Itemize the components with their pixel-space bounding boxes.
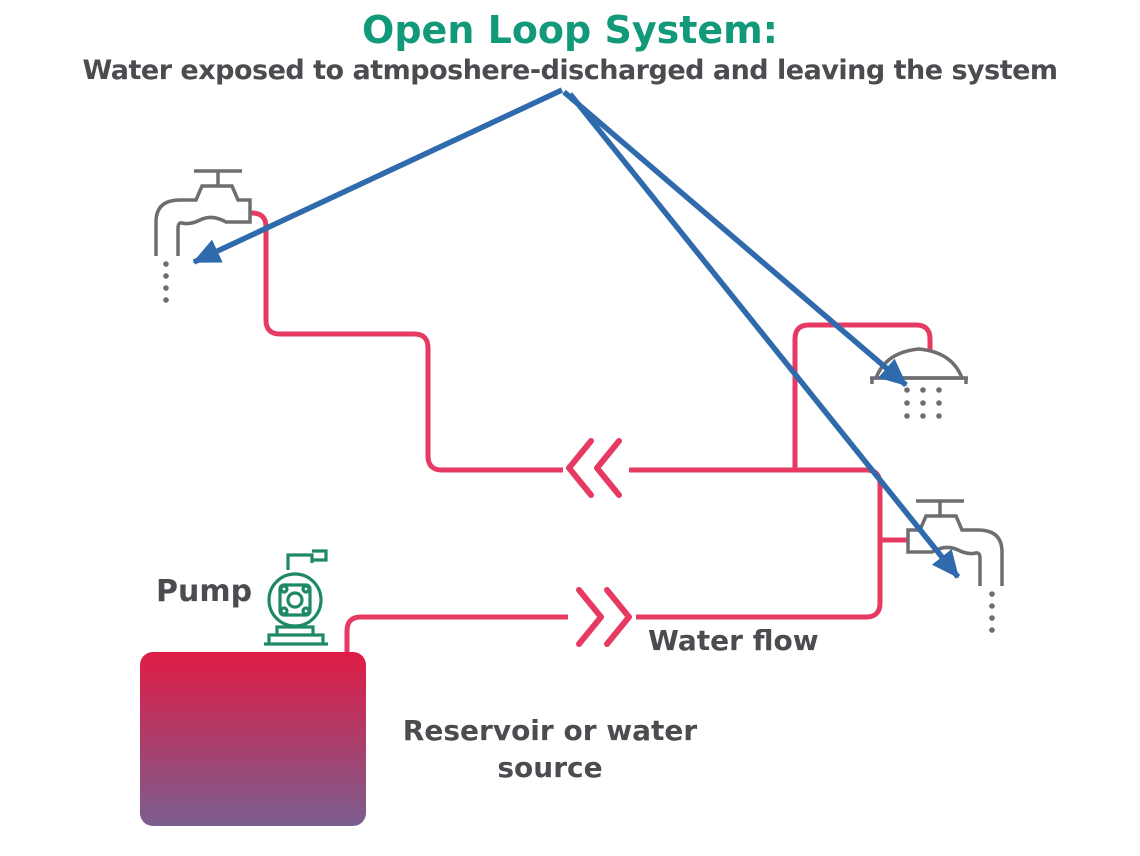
arrow-to-bottom-right-tap xyxy=(567,92,961,579)
return-riser-pipe xyxy=(629,467,883,620)
page-subtitle: Water exposed to atmposhere-discharged a… xyxy=(82,55,1058,86)
shower-branch-pipe xyxy=(792,322,933,470)
discharge-arrows xyxy=(192,87,961,579)
drip-dots xyxy=(989,591,995,633)
reservoir-label: Reservoir or water source xyxy=(402,714,698,784)
arrow-to-top-left-tap xyxy=(192,87,564,265)
pump-label: Pump xyxy=(156,574,253,609)
return-pipe-left xyxy=(216,210,563,473)
pipe-network xyxy=(216,210,933,655)
shower-head-icon xyxy=(870,347,968,419)
return-flow-chevrons xyxy=(566,438,622,498)
supply-flow-chevrons xyxy=(576,587,632,647)
supply-pipe xyxy=(344,614,568,655)
drip-dots xyxy=(163,261,169,303)
spray-dots xyxy=(904,387,942,419)
pump-icon xyxy=(264,549,328,646)
faucet-icon-bottom-right xyxy=(906,499,1004,633)
reservoir-tank xyxy=(140,652,366,826)
page-title: Open Loop System: xyxy=(362,8,778,52)
water-flow-label: Water flow xyxy=(648,624,819,657)
arrow-to-shower xyxy=(562,89,908,388)
faucet-icon-top-left xyxy=(154,169,252,303)
